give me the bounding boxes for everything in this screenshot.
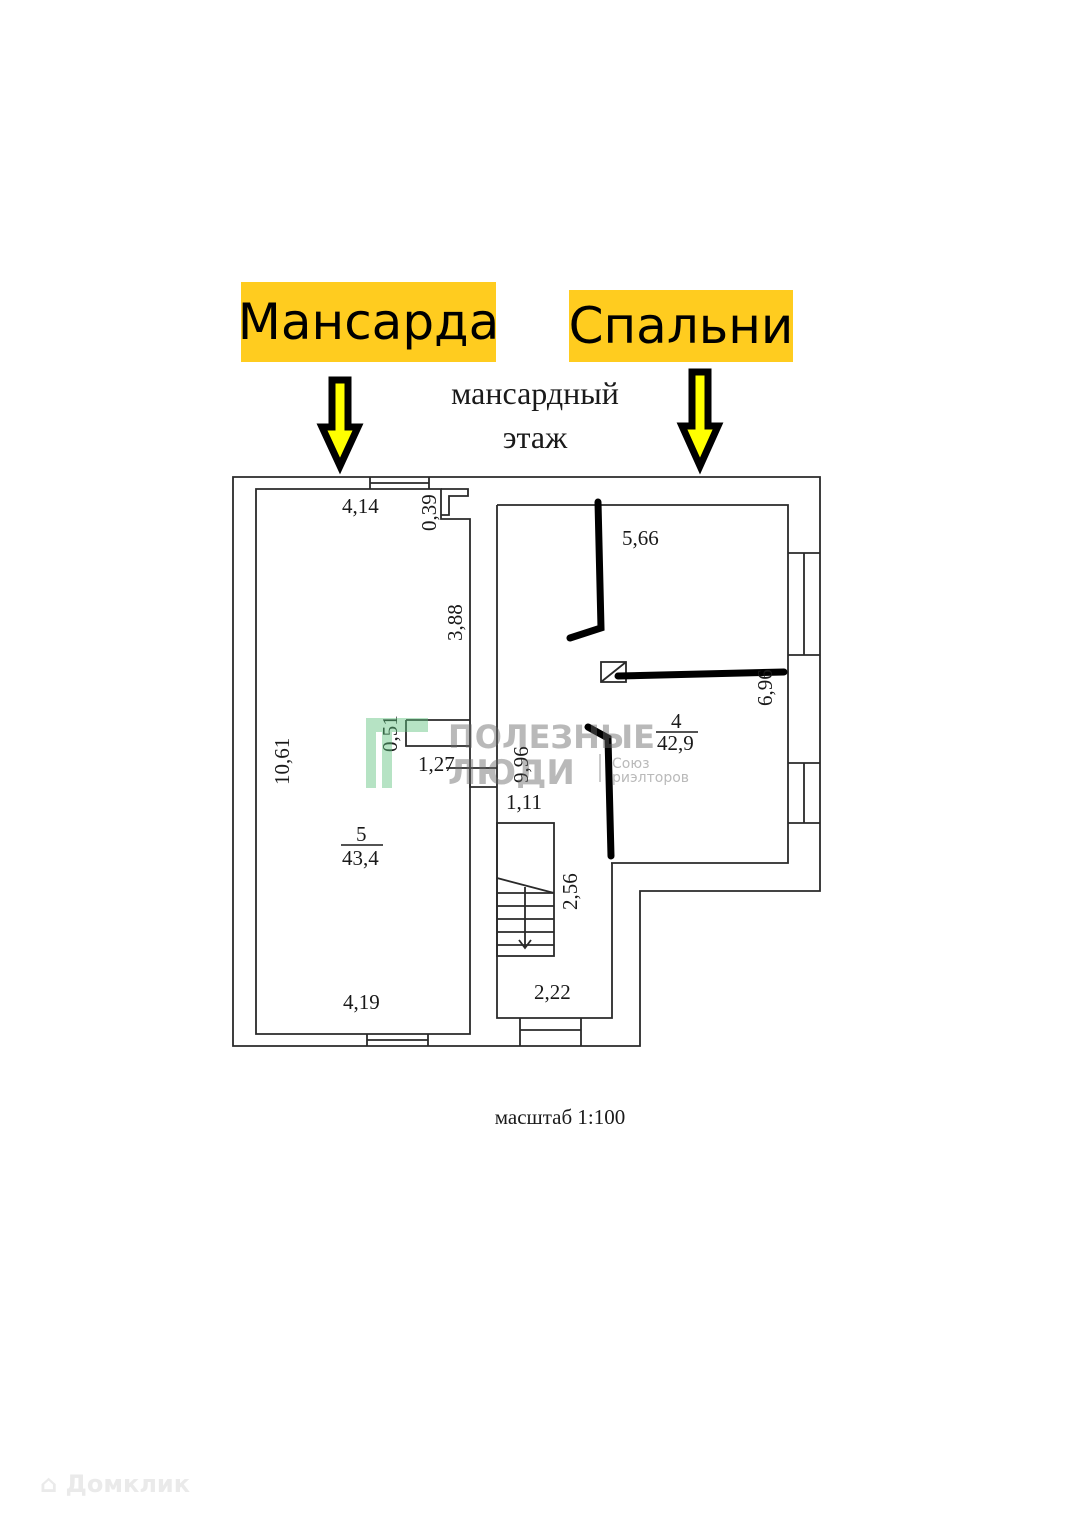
label-bedrooms: Спальни [569, 290, 793, 362]
label-bedrooms-text: Спальни [568, 297, 794, 355]
window-right-2 [788, 762, 820, 824]
plan-title-line1: мансардный [451, 375, 619, 411]
window-right-1 [788, 552, 820, 656]
site-watermark: ⌂ Домклик [40, 1470, 190, 1498]
down-arrow-icon [676, 368, 724, 475]
label-mansard-text: Мансарда [237, 293, 500, 351]
label-mansard: Мансарда [238, 282, 499, 362]
dim-hall-w: 1,11 [506, 790, 542, 814]
house-icon: ⌂ [40, 1470, 58, 1498]
dim-corridor: 1,27 [418, 752, 455, 776]
room-4-outline [497, 504, 789, 864]
window-bottom-right [519, 1018, 582, 1046]
stairs-icon [496, 822, 555, 957]
dim-notch: 0,39 [417, 494, 441, 531]
dim-top-left: 4,14 [342, 494, 379, 518]
room-5-number: 5 [356, 822, 367, 846]
outer-wall [232, 476, 821, 1047]
dim-bottom-left: 4,19 [343, 990, 380, 1014]
drawn-wall-1 [566, 498, 605, 642]
drawn-wall-3 [584, 723, 615, 860]
dim-stair-w: 2,22 [534, 980, 571, 1004]
plan-title-line2: этаж [502, 419, 568, 455]
dim-hall-h: 9,96 [509, 746, 533, 783]
window-bottom [366, 1034, 429, 1046]
chimney-icon [600, 661, 627, 683]
dim-left-height: 10,61 [270, 738, 294, 785]
window-top [369, 477, 430, 489]
scale-label: масштаб 1:100 [494, 1105, 626, 1129]
down-arrow-icon [316, 376, 364, 475]
drawn-wall-2 [614, 668, 788, 680]
dim-stair-h: 2,56 [558, 873, 582, 910]
dim-right-height: 6,96 [753, 669, 777, 706]
room-4-number: 4 [671, 709, 682, 733]
room-4-area: 42,9 [657, 731, 694, 755]
site-watermark-text: Домклик [65, 1470, 190, 1498]
dim-left-inner: 3,88 [443, 604, 467, 641]
room-5-area: 43,4 [342, 846, 379, 870]
dim-right-top: 5,66 [622, 526, 659, 550]
dim-passage: 0,51 [378, 715, 402, 752]
